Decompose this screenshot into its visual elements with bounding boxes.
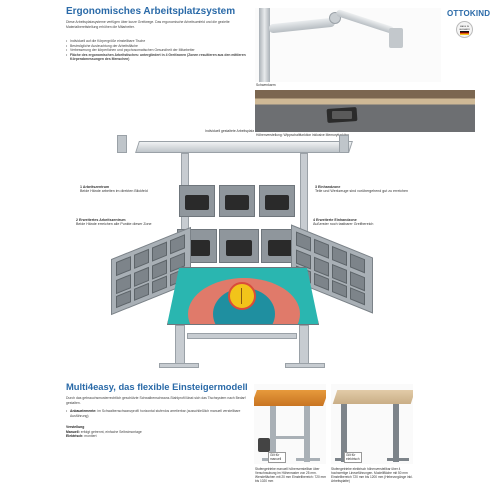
section-2-bullet: Anbauelemente: im Schwalbenschwanzprofil…	[66, 409, 258, 418]
zone-1-title: 1 Arbeitszentrum	[80, 185, 110, 189]
zone-2-label: 2 Erweitertes Arbeitszentrum Beide Hände…	[76, 218, 166, 227]
zone-3-text: Teile und Werkzeuge sind vorübergehend g…	[315, 189, 409, 194]
feature-item: Fläche des ergonomischen Arbeitstisches:…	[66, 53, 258, 62]
brand-name: OTTOKIND	[447, 9, 491, 18]
grip-zone-tabletop	[167, 267, 319, 325]
manual-caption: Stufengetriebe manuell höhenverstellbar …	[255, 467, 326, 483]
anbau-text: im Schwalbenschwanzprofil horizontal stu…	[70, 409, 241, 418]
brand-logo: OTTOKIND	[447, 9, 490, 18]
zone-2-text: Beide Hände erreichen alle Punkte dieser…	[76, 222, 152, 227]
zone-3-title: 3 Einhandzone	[315, 185, 341, 189]
zone-4-text: Äußerster noch tastbarer Greifbereich	[313, 222, 374, 227]
electric-badge-text: Gilt für elektrisch	[346, 453, 360, 461]
section-2-intro: Durch das gebrauchsmusterrechtlich gesch…	[66, 396, 246, 405]
electric-table-photo	[331, 384, 413, 464]
seal-text: MADE IN GERMANY	[458, 26, 471, 31]
manual-table-photo	[254, 384, 326, 464]
electric-caption: Stufengetriebe elektrisch höhenverstellb…	[331, 467, 413, 483]
feature-list: Individuell auf die Körpergröße einstell…	[66, 39, 258, 62]
manual-badge-text: Gilt für manuell	[270, 453, 282, 461]
elektrisch-label: Elektrisch:	[66, 434, 84, 439]
manuell-label: Manuell:	[66, 429, 80, 434]
monitor-arm-caption: Schwenkarm	[256, 83, 276, 87]
diagram-top-label: Individuell gestaltete Arbeitsplatz	[205, 129, 255, 133]
made-in-germany-seal: MADE IN GERMANY	[456, 21, 473, 38]
elektrisch-text: montiert	[84, 434, 97, 439]
page-title: Ergonomisches Arbeitsplatzsystem	[66, 6, 236, 17]
verstellung-label: Verstellung	[66, 425, 85, 429]
intro-text: Diese Arbeitsplatzsysteme verfügen über …	[66, 20, 230, 29]
verstellung-block: Verstellung Manuell: erfolgt getrennt, e…	[66, 425, 256, 439]
feature-item: Bestmögliche Ausleuchtung der Arbeitsflä…	[66, 44, 258, 49]
electric-badge: Gilt für elektrisch	[344, 452, 362, 463]
monitor-arm-photo	[255, 8, 441, 82]
feature-item: Individuell auf die Körpergröße einstell…	[66, 39, 258, 44]
zone-4-title: 4 Erweiterte Einhandzone	[313, 218, 357, 222]
workstation-diagram	[95, 135, 395, 370]
zone-3-label: 3 Einhandzone Teile und Werkzeuge sind v…	[315, 185, 425, 194]
section-2-title: Multi4easy, das flexible Einsteigermodel…	[66, 381, 248, 392]
height-control-photo	[255, 90, 475, 132]
manual-badge: Gilt für manuell	[268, 452, 286, 463]
zone-2-title: 2 Erweitertes Arbeitszentrum	[76, 218, 126, 222]
anbau-label: Anbauelemente:	[70, 409, 97, 413]
feature-item: Verbesserung der körperlichen und psycho…	[66, 48, 258, 53]
manuell-text: erfolgt getrennt, einfache Selbstmontage	[80, 429, 142, 434]
zone-1-label: 1 Arbeitszentrum Beide Hände arbeiten im…	[80, 185, 160, 194]
height-control-caption: Höhenverstellung: Wippschaltfunktion ink…	[256, 133, 350, 137]
zone-1-text: Beide Hände arbeiten im direkten Blickfe…	[80, 189, 148, 194]
zone-4-label: 4 Erweiterte Einhandzone Äußerster noch …	[313, 218, 413, 227]
